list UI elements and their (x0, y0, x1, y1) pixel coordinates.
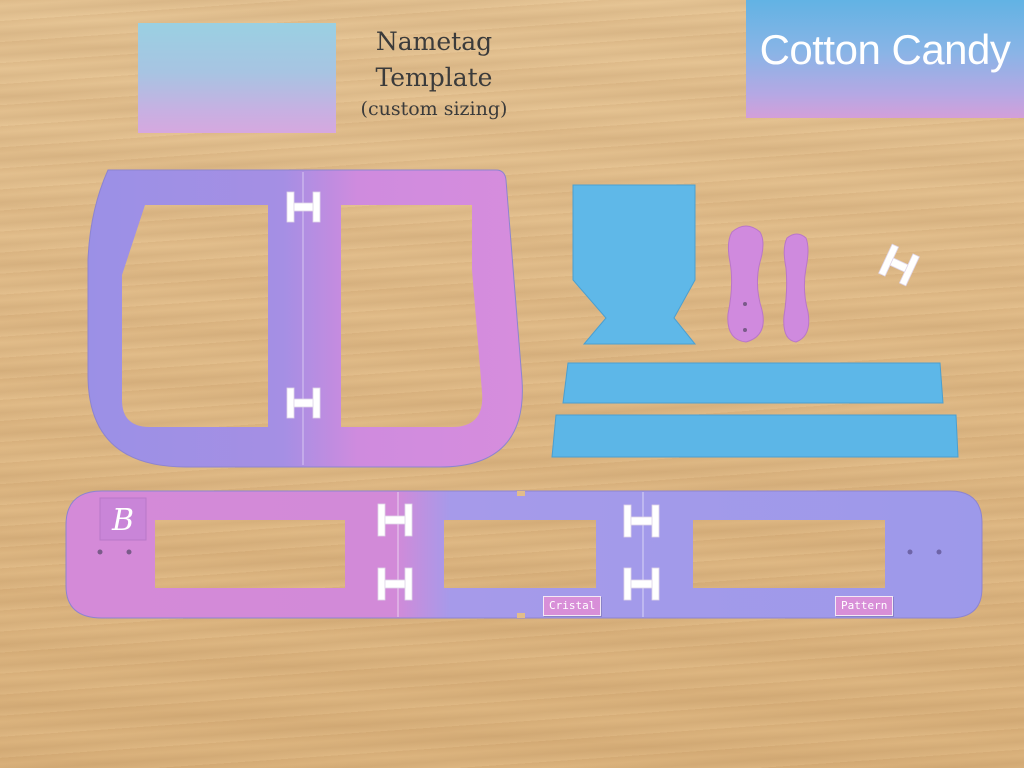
h-connector (286, 191, 321, 223)
h-connector (623, 504, 660, 538)
color-swatch (138, 23, 336, 133)
h-connector (623, 567, 660, 601)
h-connectors (286, 191, 920, 601)
pink-paddle-small (783, 233, 810, 343)
name-label-cristal: Cristal (543, 596, 602, 616)
blue-strip-lower (551, 414, 959, 458)
h-connector (377, 503, 413, 537)
template-title: Nametag Template (custom sizing) (340, 24, 528, 122)
pink-paddle-large (727, 225, 764, 343)
color-name-label: Cotton Candy (759, 26, 1011, 73)
lower-strip: B (65, 490, 983, 619)
title-line-1: Nametag (375, 27, 493, 56)
h-connector (286, 387, 321, 419)
title-line-2: Template (375, 63, 493, 92)
logo-letter: B (111, 503, 134, 538)
loose-h-connector (878, 243, 920, 287)
name-label-pattern: Pattern (835, 596, 894, 616)
blue-cup-piece (572, 184, 697, 345)
upper-frame (87, 169, 523, 468)
h-connector (377, 567, 413, 601)
title-line-3: (custom sizing) (360, 98, 508, 120)
blue-strip-upper (562, 362, 944, 404)
color-name-banner: Cotton Candy (746, 0, 1024, 118)
